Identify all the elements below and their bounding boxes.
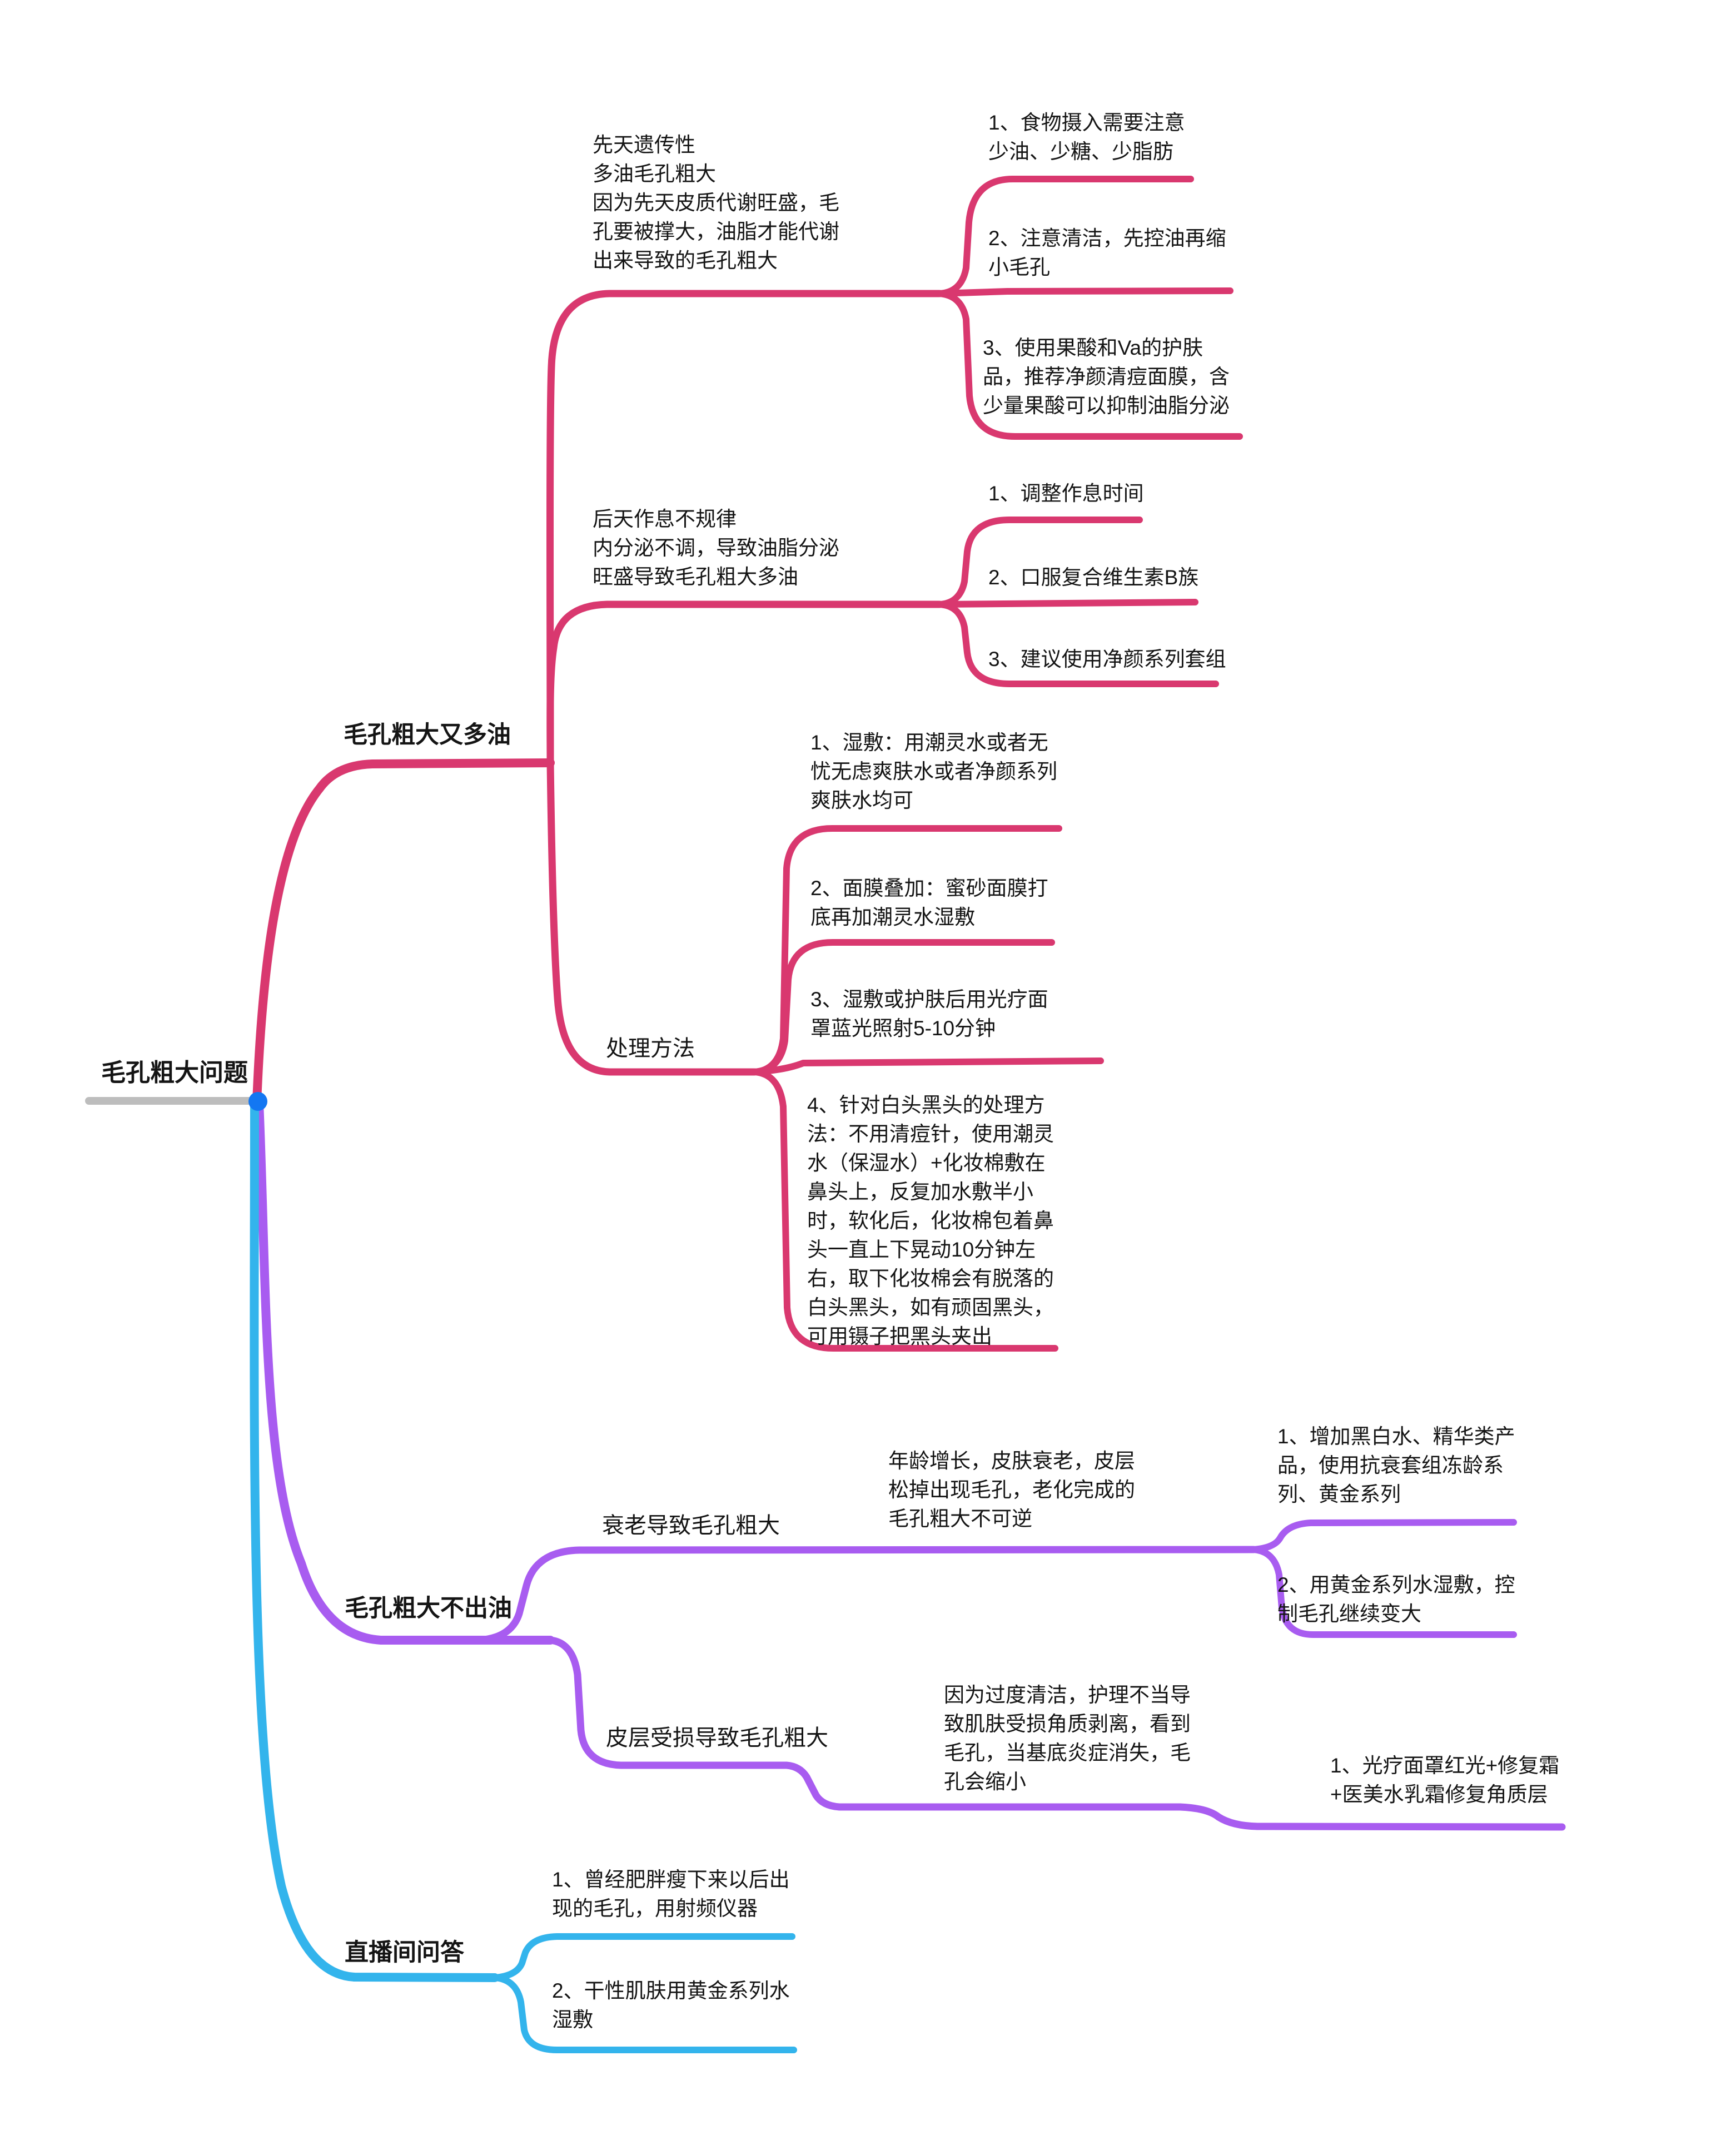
child-vitamin-b[interactable]: 2、口服复合维生素B族 bbox=[988, 566, 1199, 589]
topic-treatment-line bbox=[546, 759, 758, 1076]
child-diet-line bbox=[936, 176, 1194, 297]
child-schedule-line bbox=[936, 517, 1143, 608]
child-vitaminb-line bbox=[936, 599, 1198, 608]
branch2-label[interactable]: 毛孔粗大不出油 bbox=[345, 1595, 512, 1622]
topic-lifestyle-line bbox=[546, 600, 943, 767]
topic-damaged-line bbox=[546, 1636, 1566, 1831]
child-cleansing-note[interactable]: 2、注意清洁，先控油再缩 小毛孔 bbox=[988, 227, 1226, 279]
topic-aging-label[interactable]: 衰老导致毛孔粗大 bbox=[602, 1513, 780, 1538]
root-topic[interactable]: 毛孔粗大问题 bbox=[101, 1059, 248, 1086]
child-adjust-schedule[interactable]: 1、调整作息时间 bbox=[988, 482, 1144, 505]
topic-innate-oily[interactable]: 先天遗传性 多油毛孔粗大 因为先天皮质代谢旺盛，毛 孔要被撑大，油脂才能代谢 出… bbox=[593, 133, 839, 272]
child-mask-layering[interactable]: 2、面膜叠加：蜜砂面膜打 底再加潮灵水湿敷 bbox=[810, 877, 1048, 929]
topic-aging-note[interactable]: 年龄增长，皮肤衰老，皮层 松掉出现毛孔，老化完成的 毛孔粗大不可逆 bbox=[888, 1449, 1135, 1530]
child-dry-skin-line bbox=[491, 1974, 797, 2053]
topic-damaged-label[interactable]: 皮层受损导致毛孔粗大 bbox=[606, 1726, 828, 1750]
branch2-trunk-line bbox=[255, 1099, 555, 1645]
child-acid-va-note[interactable]: 3、使用果酸和Va的护肤 品，推荐净颜清痘面膜，含 少量果酸可以抑制油脂分泌 bbox=[983, 336, 1230, 417]
child-jingyan-set[interactable]: 3、建议使用净颜系列套组 bbox=[988, 648, 1226, 671]
child-blue-light[interactable]: 3、湿敷或护肤后用光疗面 罩蓝光照射5-10分钟 bbox=[810, 988, 1048, 1040]
child-blackhead-method[interactable]: 4、针对白头黑头的处理方 法：不用清痘针，使用潮灵 水（保湿水）+化妆棉敷在 鼻… bbox=[807, 1094, 1054, 1348]
topic-damaged-note[interactable]: 因为过度清洁，护理不当导 致肌肤受损角质剥离，看到 毛孔，当基底炎症消失，毛 孔… bbox=[944, 1684, 1191, 1793]
child-gold-compress[interactable]: 2、用黄金系列水湿敷，控 制毛孔继续变大 bbox=[1277, 1573, 1515, 1625]
topic-aging-line bbox=[475, 1546, 1257, 1644]
child-blackhead-line bbox=[751, 1069, 1058, 1352]
child-antiaging-products[interactable]: 1、增加黑白水、精华类产 品，使用抗衰套组冻龄系 列、黄金系列 bbox=[1277, 1425, 1515, 1506]
child-wet-compress[interactable]: 1、湿敷：用潮灵水或者无 忧无虑爽肤水或者净颜系列 爽肤水均可 bbox=[810, 731, 1057, 812]
child-red-light-repair[interactable]: 1、光疗面罩红光+修复霜 +医美水乳霜修复角质层 bbox=[1330, 1754, 1560, 1806]
child-dry-skin-gold[interactable]: 2、干性肌肤用黄金系列水 湿敷 bbox=[552, 1979, 790, 2031]
branch1-trunk-line bbox=[252, 758, 555, 1106]
root-dot[interactable] bbox=[248, 1092, 267, 1111]
branch1-label[interactable]: 毛孔粗大又多油 bbox=[344, 722, 511, 748]
child-rf-device[interactable]: 1、曾经肥胖瘦下来以后出 现的毛孔，用射频仪器 bbox=[552, 1868, 790, 1920]
child-jingyan-line bbox=[936, 601, 1219, 687]
child-diet-note[interactable]: 1、食物摄入需要注意 少油、少糖、少脂肪 bbox=[988, 111, 1185, 163]
branch3-label[interactable]: 直播间问答 bbox=[345, 1939, 464, 1966]
child-cleansing-line bbox=[936, 287, 1233, 297]
topic-treatment[interactable]: 处理方法 bbox=[606, 1036, 695, 1061]
branch3-trunk-line bbox=[250, 1099, 499, 1982]
child-blue-light-line bbox=[751, 1057, 1104, 1075]
child-acid-va-line bbox=[936, 290, 1243, 440]
child-mask-layering-line bbox=[751, 939, 1055, 1075]
topic-lifestyle[interactable]: 后天作息不规律 内分泌不调，导致油脂分泌 旺盛导致毛孔粗大多油 bbox=[593, 508, 839, 588]
child-antiaging-line bbox=[1250, 1519, 1517, 1553]
child-gold-compress-line bbox=[1250, 1546, 1517, 1638]
child-rf-device-line bbox=[491, 1933, 795, 1981]
